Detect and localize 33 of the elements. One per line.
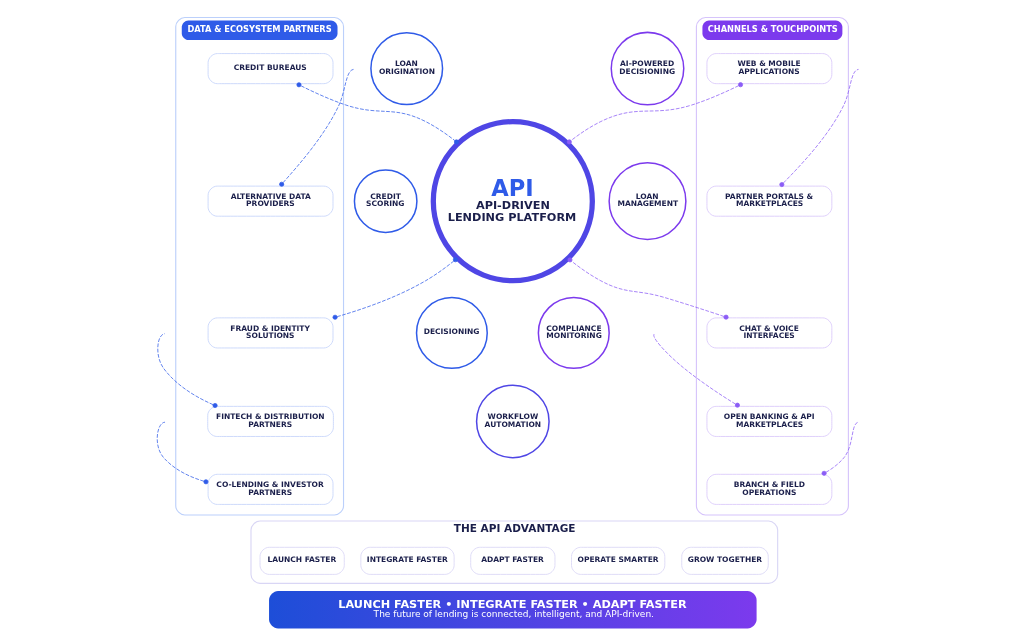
connector bbox=[296, 82, 459, 145]
node-circle: AI-POWERED DECISIONING bbox=[610, 31, 685, 106]
node-circle: API API-DRIVEN LENDING PLATFORM bbox=[430, 119, 595, 284]
node-box: GROW TOGETHER bbox=[681, 546, 769, 575]
node-box: LAUNCH FASTER bbox=[259, 546, 345, 575]
node-circle: LOAN MANAGEMENT bbox=[608, 162, 687, 241]
node-box: CO-LENDING & INVESTOR PARTNERS bbox=[207, 473, 334, 505]
node-circle: DECISIONING bbox=[415, 296, 488, 369]
node-box: CHAT & VOICE INTERFACES bbox=[706, 317, 833, 349]
node-box: FRAUD & IDENTITY SOLUTIONS bbox=[207, 317, 334, 349]
node-circle: LOAN ORIGINATION bbox=[370, 32, 444, 106]
connector bbox=[567, 257, 729, 320]
node-box: ADAPT FASTER bbox=[470, 546, 556, 575]
node-box: WEB & MOBILE APPLICATIONS bbox=[706, 53, 833, 85]
connector bbox=[157, 333, 214, 406]
node-circle: COMPLIANCE MONITORING bbox=[537, 296, 610, 370]
node-box: PARTNER PORTALS & MARKETPLACES bbox=[706, 185, 833, 217]
node-box: OPEN BANKING & API MARKETPLACES bbox=[706, 405, 833, 437]
node-box: OPERATE SMARTER bbox=[571, 546, 666, 575]
connector bbox=[653, 333, 736, 405]
node-box: ALTERNATIVE DATA PROVIDERS bbox=[207, 185, 334, 217]
connector bbox=[282, 69, 355, 183]
node-circle: CREDIT SCORING bbox=[353, 169, 418, 234]
connector bbox=[332, 257, 458, 320]
node-box: CREDIT BUREAUS bbox=[207, 53, 334, 85]
connector bbox=[566, 82, 744, 145]
connector bbox=[783, 69, 859, 184]
node-circle: WORKFLOW AUTOMATION bbox=[475, 384, 550, 459]
node-box: LAUNCH FASTER • INTEGRATE FASTER • ADAPT FASTER The future of lending is connected, intelligent, and API-driven. bbox=[269, 590, 757, 629]
connector bbox=[156, 421, 205, 482]
node-box: BRANCH & FIELD OPERATIONS bbox=[706, 473, 833, 505]
node-box: INTEGRATE FASTER bbox=[360, 546, 455, 575]
connector bbox=[825, 421, 859, 473]
